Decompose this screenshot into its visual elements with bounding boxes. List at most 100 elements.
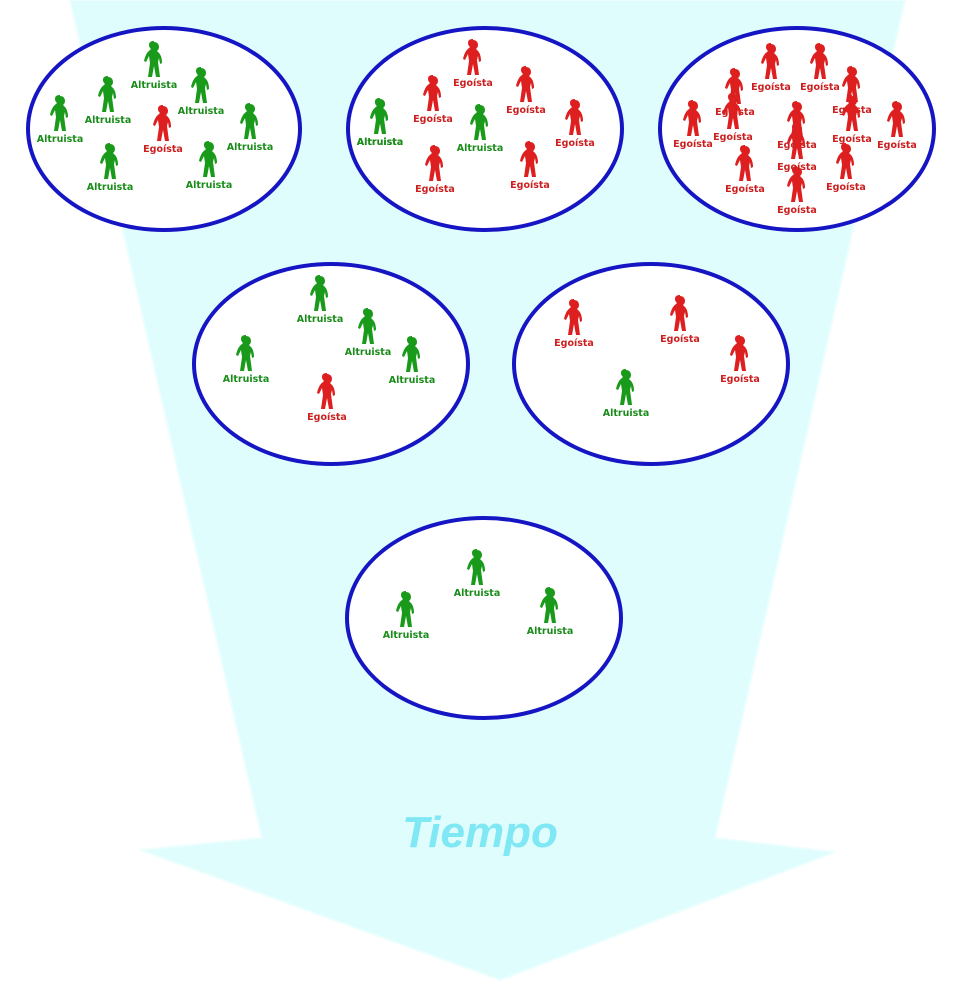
egoista-figure: Egoísta	[767, 165, 827, 221]
figure-label: Altruista	[526, 626, 574, 637]
hominid-icon	[741, 42, 801, 82]
figure-label: Egoísta	[510, 180, 550, 191]
figure-label: Altruista	[177, 106, 225, 117]
hominid-icon	[133, 104, 193, 144]
hominid-icon	[650, 294, 710, 334]
figure-label: Altruista	[222, 374, 270, 385]
figure-label: Egoísta	[555, 138, 595, 149]
hominid-icon	[376, 590, 436, 630]
hominid-icon	[790, 42, 850, 82]
figure-label: Egoísta	[800, 82, 840, 93]
hominid-icon	[596, 368, 656, 408]
figure-label: Egoísta	[453, 78, 493, 89]
altruista-figure: Altruista	[382, 335, 442, 391]
altruista-figure: Altruista	[216, 334, 276, 390]
egoista-figure: Egoísta	[767, 122, 827, 178]
egoista-figure: Egoísta	[703, 92, 763, 148]
egoista-figure: Egoísta	[741, 42, 801, 98]
hominid-icon	[124, 40, 184, 80]
figure-label: Altruista	[36, 134, 84, 145]
altruista-figure: Altruista	[350, 97, 410, 153]
egoista-figure: Egoísta	[790, 42, 850, 98]
altruista-figure: Altruista	[447, 548, 507, 604]
figure-label: Egoísta	[713, 132, 753, 143]
altruista-figure: Altruista	[376, 590, 436, 646]
egoista-figure: Egoísta	[500, 140, 560, 196]
figure-label: Altruista	[382, 630, 430, 641]
figure-label: Egoísta	[554, 338, 594, 349]
egoista-figure: Egoísta	[715, 144, 775, 200]
egoista-figure: Egoísta	[405, 144, 465, 200]
figure-label: Egoísta	[777, 205, 817, 216]
egoista-figure: Egoísta	[650, 294, 710, 350]
time-label: Tiempo	[402, 808, 558, 857]
hominid-icon	[78, 75, 138, 115]
hominid-icon	[30, 94, 90, 134]
population-group-4	[192, 262, 470, 466]
figure-label: Egoísta	[751, 82, 791, 93]
hominid-icon	[403, 74, 463, 114]
hominid-icon	[703, 92, 763, 132]
figure-label: Egoísta	[307, 412, 347, 423]
hominid-icon	[80, 142, 140, 182]
figure-label: Egoísta	[877, 140, 917, 151]
altruista-figure: Altruista	[450, 103, 510, 159]
figure-label: Egoísta	[777, 162, 817, 173]
population-group-5	[512, 262, 790, 466]
egoista-figure: Egoísta	[544, 298, 604, 354]
figure-label: Altruista	[84, 115, 132, 126]
altruista-figure: Altruista	[220, 102, 280, 158]
egoista-figure: Egoísta	[443, 38, 503, 94]
altruista-figure: Altruista	[78, 75, 138, 131]
figure-label: Altruista	[356, 137, 404, 148]
figure-label: Altruista	[344, 347, 392, 358]
altruista-figure: Altruista	[124, 40, 184, 96]
hominid-icon	[338, 307, 398, 347]
altruista-figure: Altruista	[520, 586, 580, 642]
figure-label: Altruista	[453, 588, 501, 599]
egoista-figure: Egoísta	[403, 74, 463, 130]
figure-label: Egoísta	[143, 144, 183, 155]
figure-label: Egoísta	[413, 114, 453, 125]
hominid-icon	[405, 144, 465, 184]
hominid-icon	[382, 335, 442, 375]
figure-label: Egoísta	[826, 182, 866, 193]
hominid-icon	[171, 66, 231, 106]
figure-label: Altruista	[388, 375, 436, 386]
egoista-figure: Egoísta	[822, 94, 882, 150]
figure-label: Altruista	[226, 142, 274, 153]
hominid-icon	[350, 97, 410, 137]
hominid-icon	[767, 165, 827, 205]
figure-label: Altruista	[130, 80, 178, 91]
altruista-figure: Altruista	[171, 66, 231, 122]
figure-label: Egoísta	[720, 374, 760, 385]
figure-label: Egoísta	[725, 184, 765, 195]
hominid-icon	[545, 98, 605, 138]
hominid-icon	[544, 298, 604, 338]
figure-label: Egoísta	[415, 184, 455, 195]
figure-label: Egoísta	[506, 105, 546, 116]
figure-label: Egoísta	[832, 134, 872, 145]
altruista-figure: Altruista	[80, 142, 140, 198]
figure-label: Altruista	[602, 408, 650, 419]
hominid-icon	[705, 67, 765, 107]
figure-label: Altruista	[185, 180, 233, 191]
hominid-icon	[520, 586, 580, 626]
figure-label: Altruista	[86, 182, 134, 193]
figure-label: Egoísta	[660, 334, 700, 345]
egoista-figure: Egoísta	[816, 142, 876, 198]
altruista-figure: Altruista	[179, 140, 239, 196]
hominid-icon	[816, 142, 876, 182]
figure-label: Altruista	[456, 143, 504, 154]
hominid-icon	[822, 94, 882, 134]
hominid-icon	[767, 122, 827, 162]
egoista-figure: Egoísta	[663, 99, 723, 155]
figure-label: Altruista	[296, 314, 344, 325]
altruista-figure: Altruista	[596, 368, 656, 424]
hominid-icon	[663, 99, 723, 139]
hominid-icon	[443, 38, 503, 78]
egoista-figure: Egoísta	[867, 100, 927, 156]
hominid-icon	[179, 140, 239, 180]
egoista-figure: Egoísta	[496, 65, 556, 121]
hominid-icon	[867, 100, 927, 140]
